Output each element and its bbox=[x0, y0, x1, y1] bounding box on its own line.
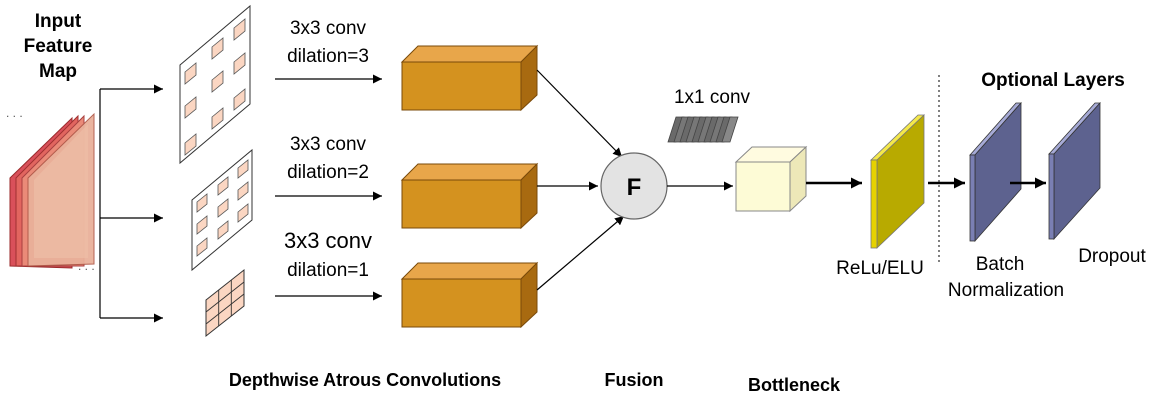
bottleneck-block bbox=[734, 145, 808, 213]
pointwise-filter-stack bbox=[667, 116, 739, 143]
fusion-caption: Fusion bbox=[605, 370, 664, 390]
activation-layer bbox=[870, 114, 925, 249]
optional-layers-title: Optional Layers bbox=[981, 70, 1125, 91]
input-title-line2: Feature bbox=[24, 36, 93, 57]
kernel-dilation-3 bbox=[179, 4, 251, 165]
arrow-conv3-to-fusion bbox=[536, 215, 625, 291]
input-feature-map bbox=[9, 112, 95, 269]
branch-2-conv-label: 3x3 conv bbox=[290, 134, 367, 155]
arrow-conv1-to-fusion bbox=[536, 69, 623, 158]
conv-output-block-2 bbox=[400, 162, 539, 230]
branch-3-dilation-label: dilation=1 bbox=[287, 260, 369, 281]
input-title-line1: Input bbox=[35, 11, 82, 32]
kernel-dilation-1 bbox=[205, 268, 245, 338]
batch-norm-label-line1: Batch bbox=[976, 254, 1025, 275]
conv-output-block-1 bbox=[400, 44, 539, 112]
branch-2-dilation-label: dilation=2 bbox=[287, 162, 369, 183]
kernel-dilation-2 bbox=[191, 148, 253, 272]
bottleneck-caption: Bottleneck bbox=[748, 375, 841, 395]
batch-normalization-layer bbox=[969, 101, 1022, 243]
batch-norm-label-line2: Normalization bbox=[948, 280, 1064, 301]
branch-1-conv-label: 3x3 conv bbox=[290, 18, 367, 39]
pointwise-conv-label: 1x1 conv bbox=[674, 87, 751, 108]
activation-label: ReLu/ELU bbox=[836, 258, 924, 279]
input-title-line3: Map bbox=[39, 61, 77, 82]
ellipsis-top: . . . bbox=[6, 106, 23, 120]
depthwise-caption: Depthwise Atrous Convolutions bbox=[229, 370, 501, 390]
fusion-symbol: F bbox=[627, 174, 642, 201]
branch-3-conv-label: 3x3 conv bbox=[284, 228, 372, 253]
branch-1-dilation-label: dilation=3 bbox=[287, 46, 369, 67]
dropout-layer bbox=[1048, 101, 1101, 241]
conv-output-block-3 bbox=[400, 261, 539, 329]
dropout-label: Dropout bbox=[1078, 246, 1146, 267]
